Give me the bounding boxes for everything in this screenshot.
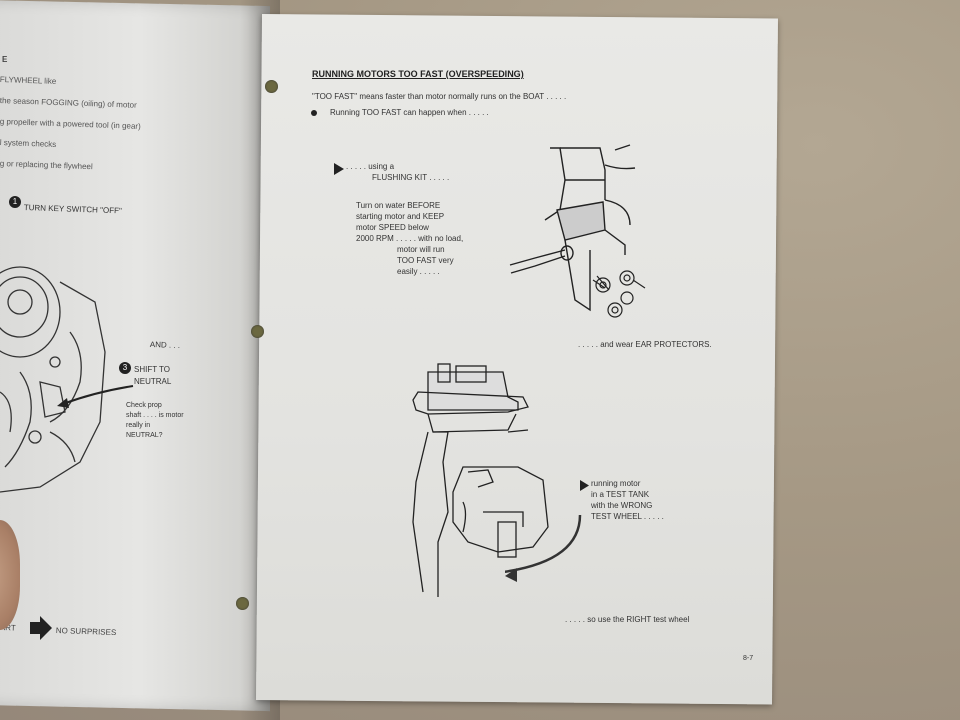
page-title: RUNNING MOTORS TOO FAST (OVERSPEEDING) — [312, 69, 524, 79]
instruction-line4: 2000 RPM . . . . . with no load, — [356, 234, 464, 243]
tank-line3: with the WRONG — [591, 501, 653, 510]
step-1-badge: 1 — [9, 196, 21, 208]
check-line3: really in — [126, 422, 151, 429]
tank-line4: TEST WHEEL . . . . . — [591, 512, 664, 521]
flushing-line2: FLUSHING KIT . . . . . — [372, 173, 450, 182]
page-number: 8-7 — [743, 655, 754, 662]
curved-arrow — [505, 514, 582, 582]
tank-line2: in a TEST TANK — [591, 490, 650, 499]
binder-hole — [236, 597, 249, 610]
flushing-kit-drawing — [509, 144, 646, 318]
step-3-badge: 3 — [119, 362, 131, 374]
step-3-line1: SHIFT TO — [134, 365, 171, 374]
instruction-line1: Turn on water BEFORE — [356, 201, 441, 210]
bullet-text: Running TOO FAST can happen when . . . .… — [330, 108, 489, 117]
thumb — [0, 520, 20, 630]
binder-hole — [251, 325, 264, 338]
triangle-pointer-icon — [334, 163, 344, 175]
bullet-dot — [311, 110, 317, 116]
step-3-line2: NEUTRAL — [134, 377, 172, 386]
right-wheel-text: . . . . . so use the RIGHT test wheel — [565, 615, 690, 624]
instruction-line3: motor SPEED below — [356, 223, 429, 232]
flushing-line1: . . . . . using a — [346, 162, 395, 171]
left-arrow — [57, 385, 134, 408]
check-line4: NEUTRAL? — [126, 432, 163, 439]
ear-protectors-text: . . . . . and wear EAR PROTECTORS. — [578, 340, 712, 349]
left-item: l system checks — [0, 138, 57, 149]
instruction-line6: TOO FAST very — [397, 256, 454, 265]
instruction-line7: easily . . . . . — [397, 267, 440, 276]
tank-line1: running motor — [591, 479, 641, 488]
definition-text: "TOO FAST" means faster than motor norma… — [312, 92, 567, 101]
instruction-line5: motor will run — [397, 245, 445, 254]
triangle-pointer-icon — [580, 480, 589, 491]
test-tank-drawing — [412, 363, 549, 597]
left-fragment-heading: E — [2, 55, 8, 64]
check-line2: shaft . . . . is motor — [126, 412, 184, 419]
arrow-right-icon — [30, 616, 52, 640]
flywheel-drawing — [0, 266, 106, 493]
check-line1: Check prop — [126, 402, 162, 409]
left-item: FLYWHEEL like — [0, 75, 57, 86]
binder-hole — [265, 80, 278, 93]
and-text: AND . . . — [149, 340, 181, 351]
instruction-line2: starting motor and KEEP — [356, 212, 445, 221]
